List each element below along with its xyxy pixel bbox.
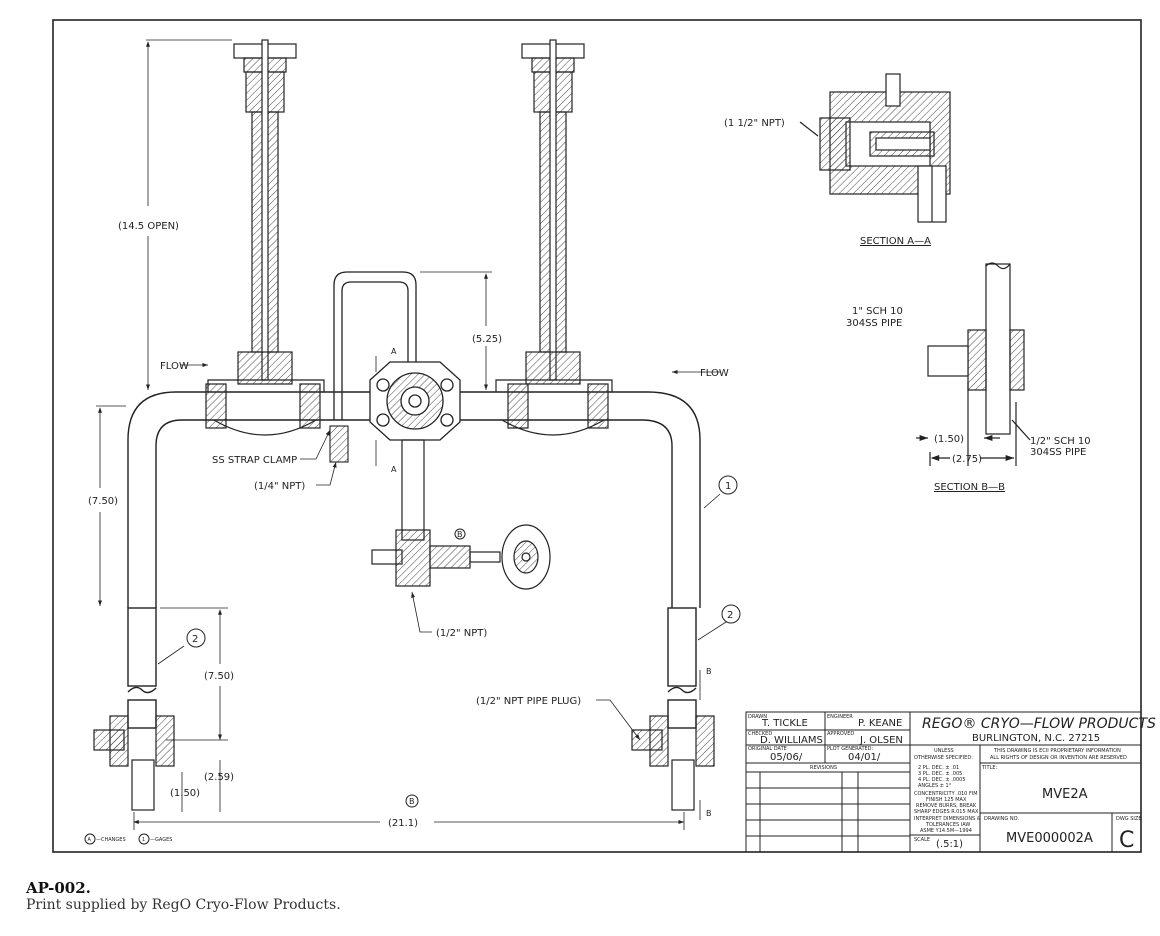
section-aa-drawing <box>819 73 951 223</box>
dim-259-label: (2.59) <box>204 772 234 783</box>
tb-checked-value: D. WILLIAMS <box>760 735 823 746</box>
section-b-top-marker: B <box>706 667 712 676</box>
revision-b-marker-dim: B <box>409 797 415 806</box>
tb-tolerance-line: OTHERWISE SPECIFIED: <box>914 755 973 761</box>
tb-tolerance-line: 3 PL. DEC. ± .005 <box>918 771 962 777</box>
balloon-1-text: 1 <box>725 481 731 492</box>
balloon-2-left-text: 2 <box>192 634 198 645</box>
section-bb-drawing <box>799 121 1031 466</box>
tb-scale-label: SCALE <box>914 837 930 843</box>
caption-text: Print supplied by RegO Cryo-Flow Product… <box>26 897 341 913</box>
section-bb-dim275: (2.75) <box>952 454 982 465</box>
section-aa-title: SECTION A—A <box>860 236 931 247</box>
legend-1-symbol: 1 <box>142 837 145 843</box>
tb-drawn-value: T. TICKLE <box>761 718 808 729</box>
tb-engineer-value: P. KEANE <box>858 718 902 729</box>
dim-750-upper-label: (7.50) <box>88 496 118 507</box>
tb-tolerance-line: 4 PL. DEC. ± .0005 <box>918 777 966 783</box>
section-bb-pipe1-line2: 304SS PIPE <box>846 318 902 329</box>
revision-b-marker: B <box>457 530 463 539</box>
tb-tolerance-line: CONCENTRICITY .010 FIM <box>914 791 978 797</box>
drawing-border <box>52 19 1142 853</box>
dimension-lines <box>96 39 720 830</box>
tb-dwg-size-label: DWG SIZE <box>1116 816 1142 822</box>
pipe-plug-label: (1/2" NPT PIPE PLUG) <box>476 696 581 707</box>
section-bb-pipe2-line1: 1/2" SCH 10 <box>1030 436 1091 447</box>
engineering-drawing: (14.5 OPEN) FLOW FLOW (5.25) SS STRAP CL… <box>52 19 1156 853</box>
tb-revisions-label: REVISIONS <box>810 765 837 771</box>
tb-tolerance-line: 2 PL. DEC. ± .01 <box>918 765 959 771</box>
tb-tolerance-line: INTERPRET DIMENSIONS & <box>914 816 981 822</box>
tb-drawn-label: DRAWN <box>748 714 767 720</box>
lower-pipe-stubs <box>127 607 697 729</box>
tb-plot-generated-value: 04/01/ <box>848 752 881 763</box>
tb-approved-value: J. OLSEN <box>859 735 903 746</box>
flow-left-label: FLOW <box>160 361 189 372</box>
balloons <box>84 475 741 845</box>
quarter-npt-fitting <box>329 425 349 463</box>
tb-tolerance-line: ANGLES ± 1° <box>918 783 952 789</box>
section-bb-pipe2-line2: 304SS PIPE <box>1030 447 1086 458</box>
tb-tolerance-line: FINISH 125 MAX <box>926 797 967 803</box>
dim-750-lower-label: (7.50) <box>204 671 234 682</box>
tb-tolerance-notes: UNLESS OTHERWISE SPECIFIED: 2 PL. DEC. ±… <box>914 748 981 834</box>
tb-engineer-label: ENGINEER <box>827 714 853 720</box>
section-aa-npt-label: (1 1/2" NPT) <box>724 118 785 129</box>
section-a-top-marker: A <box>391 347 397 356</box>
section-bb-pipe1-line1: 1" SCH 10 <box>852 306 903 317</box>
tb-dwg-size-value: C <box>1119 828 1134 853</box>
quarter-npt-label: (1/4" NPT) <box>254 481 305 492</box>
lower-tee-left <box>93 715 175 811</box>
tb-drawing-no-label: DRAWING NO. <box>984 816 1019 822</box>
strap-clamp-label: SS STRAP CLAMP <box>212 455 297 466</box>
tb-approved-label: APPROVED <box>827 731 854 737</box>
tb-scale-value: (.5:1) <box>936 839 963 850</box>
section-bb-title: SECTION B—B <box>934 482 1005 493</box>
section-a-bottom-marker: A <box>391 465 397 474</box>
dim-525-label: (5.25) <box>472 334 502 345</box>
flow-right-label: FLOW <box>700 368 729 379</box>
title-block: DRAWN T. TICKLE ENGINEER P. KEANE CHECKE… <box>745 711 1156 853</box>
lower-tee-right <box>631 715 715 811</box>
gage-branch <box>371 439 551 590</box>
tb-original-date-label: ORIGINAL DATE <box>748 746 787 752</box>
tb-proprietary-line1: THIS DRAWING IS ECII PROPRIETARY INFORMA… <box>993 748 1121 754</box>
legend-a-symbol: A <box>88 837 92 843</box>
tb-tolerance-line: SHARP EDGES R.015 MAX <box>914 809 979 815</box>
tb-original-date-value: 05/06/ <box>770 752 803 763</box>
open-dimension-label: (14.5 OPEN) <box>118 221 179 232</box>
bypass-loop <box>333 271 417 420</box>
tb-title-value: MVE2A <box>1042 787 1088 802</box>
tb-plot-generated-label: PLOT GENERATED: <box>827 746 874 752</box>
dim-211-label: (21.1) <box>388 818 418 829</box>
legend-1-text: —GAGES <box>150 837 172 843</box>
tb-tolerance-line: UNLESS <box>934 748 954 754</box>
valve-right <box>495 39 613 436</box>
tb-proprietary-line2: ALL RIGHTS OF DESIGN OR INVENTION ARE RE… <box>990 755 1127 761</box>
tb-company-name: REGO® CRYO—FLOW PRODUCTS <box>922 716 1156 732</box>
section-b-bottom-marker: B <box>706 809 712 818</box>
leader-lines <box>157 429 727 741</box>
legend-a-text: —CHANGES <box>96 837 126 843</box>
tb-tolerance-line: REMOVE BURRS, BREAK <box>916 803 977 809</box>
half-npt-label: (1/2" NPT) <box>436 628 487 639</box>
balloon-2-right-text: 2 <box>727 610 733 621</box>
section-bb-dim150: (1.50) <box>934 434 964 445</box>
tb-title-label: TITLE: <box>981 765 998 771</box>
tb-checked-label: CHECKED <box>748 731 772 737</box>
caption-code: AP-002. <box>26 879 91 897</box>
valve-left <box>205 39 325 436</box>
tb-tolerance-line: ASME Y14.5M—1994 <box>920 828 972 834</box>
tb-tolerance-line: TOLERANCES IAW <box>925 822 970 828</box>
tb-drawing-no-value: MVE000002A <box>1006 831 1093 846</box>
dim-150-label: (1.50) <box>170 788 200 799</box>
tb-company-location: BURLINGTON, N.C. 27215 <box>972 733 1100 744</box>
center-relief-body <box>369 361 461 441</box>
